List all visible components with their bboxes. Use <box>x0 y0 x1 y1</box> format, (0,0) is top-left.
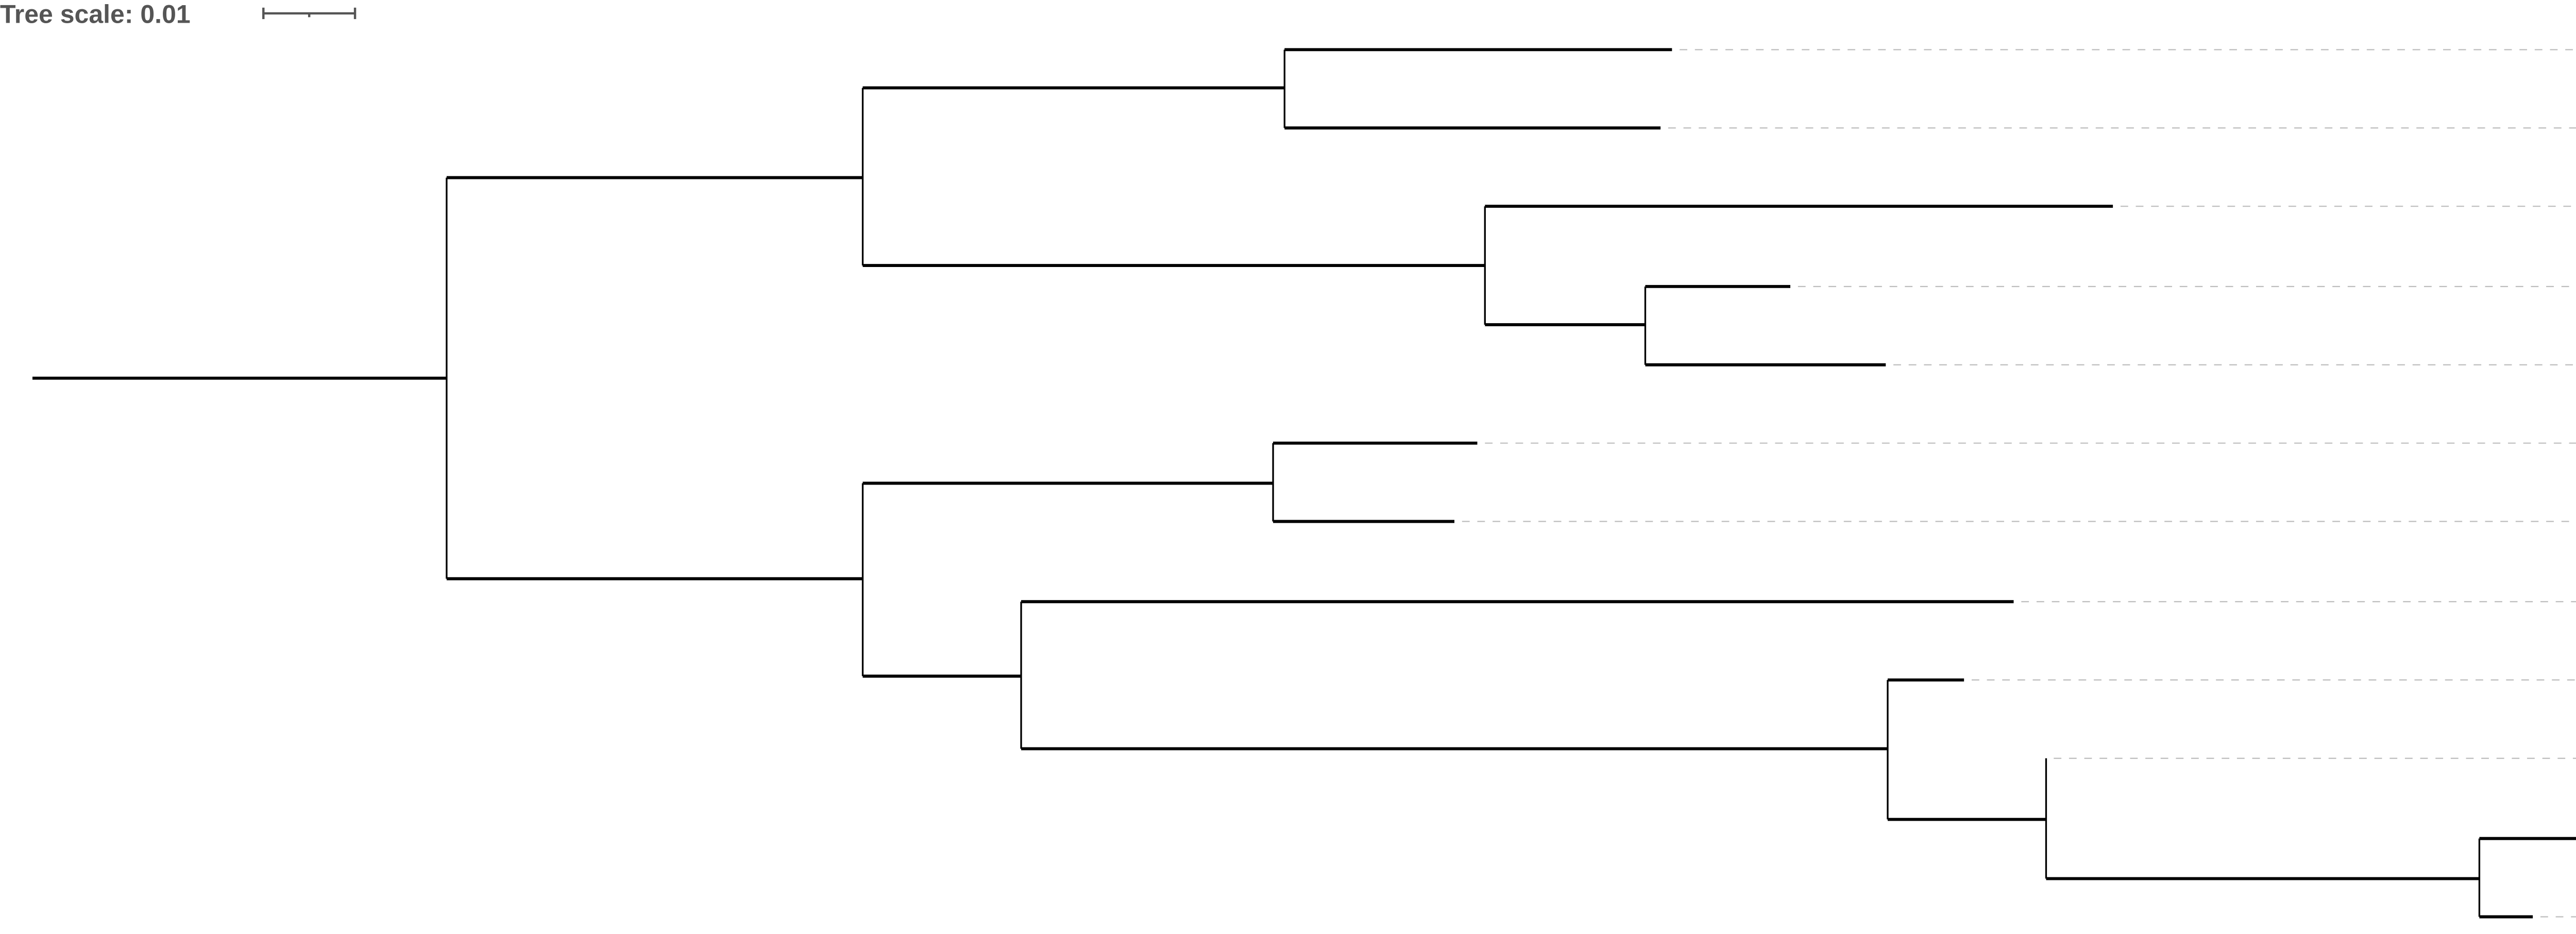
tree-scale-legend: Tree scale: 0.01 <box>0 0 357 28</box>
leaf-guide-lines <box>1462 49 2576 918</box>
tree-scale-label: Tree scale: 0.01 <box>0 0 191 28</box>
tree-branches <box>32 48 2576 919</box>
scale-bar-icon <box>262 7 357 20</box>
